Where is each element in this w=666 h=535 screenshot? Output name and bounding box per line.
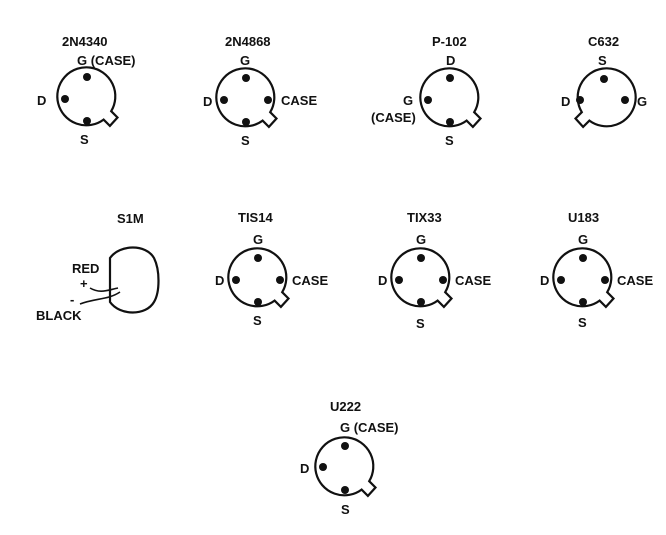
pin-label-right: CASE (292, 273, 328, 288)
pin-dot-d (576, 96, 584, 104)
pin-dot-g (424, 96, 432, 104)
pin-dot-d (319, 463, 327, 471)
pin-label-top: S (598, 53, 607, 68)
pin-label-bottom: S (445, 133, 454, 148)
pin-label-bottom: S (341, 502, 350, 517)
lead-wire-black (79, 291, 121, 305)
pin-label-bottom: S (80, 132, 89, 147)
pin-dot-s (83, 117, 91, 125)
lead-label-black: BLACK (36, 308, 82, 323)
package-s1m: S1M RED + - BLACK (36, 211, 160, 323)
pin-label-left: D (540, 273, 549, 288)
package-tix33: TIX33 G D CASE S (378, 210, 491, 331)
pin-dot-d (395, 276, 403, 284)
package-2n4340: 2N4340 G (CASE) D S (37, 34, 136, 147)
package-title: P-102 (432, 34, 467, 49)
pin-label-right: CASE (455, 273, 491, 288)
pin-label-left: D (37, 93, 46, 108)
pin-dot-case (264, 96, 272, 104)
package-title: U183 (568, 210, 599, 225)
pin-dot-s (242, 118, 250, 126)
package-outline (390, 247, 454, 309)
pin-label-top: G (578, 232, 588, 247)
pin-dot-d (61, 95, 69, 103)
pin-label-left: D (378, 273, 387, 288)
package-outline (227, 247, 291, 309)
pin-dot-g (417, 254, 425, 262)
lead-wire-red (89, 287, 119, 292)
package-outline (56, 66, 120, 128)
pin-dot-s (600, 75, 608, 83)
package-u183: U183 G D CASE S (540, 210, 653, 330)
pin-dot-g (254, 254, 262, 262)
pin-dot-d (220, 96, 228, 104)
pin-label-left: G (403, 93, 413, 108)
package-outline (552, 247, 616, 309)
package-c632: C632 S D G (561, 34, 647, 129)
package-title: TIX33 (407, 210, 442, 225)
pin-label-top: G (CASE) (340, 420, 399, 435)
lead-polarity-plus: + (80, 276, 88, 291)
pin-label-left-sub: (CASE) (371, 110, 416, 125)
pin-label-bottom: S (241, 133, 250, 148)
package-title: U222 (330, 399, 361, 414)
pin-label-right: G (637, 94, 647, 109)
pin-dot-s (341, 486, 349, 494)
pin-label-left: D (561, 94, 570, 109)
lead-polarity-minus: - (70, 292, 74, 307)
pin-label-bottom: S (253, 313, 262, 328)
sensor-outline (108, 246, 160, 314)
pin-dot-s (417, 298, 425, 306)
pin-label-bottom: S (416, 316, 425, 331)
package-outline (215, 67, 279, 129)
package-title: TIS14 (238, 210, 273, 225)
pin-dot-s (446, 118, 454, 126)
pin-dot-case (439, 276, 447, 284)
package-2n4868: 2N4868 G D CASE S (203, 34, 317, 148)
pin-label-right: CASE (617, 273, 653, 288)
pin-label-right: CASE (281, 93, 317, 108)
package-title: 2N4868 (225, 34, 271, 49)
package-tis14: TIS14 G D CASE S (215, 210, 328, 328)
package-u222: U222 G (CASE) D S (300, 399, 399, 517)
package-outline (314, 436, 378, 498)
pin-dot-d (232, 276, 240, 284)
lead-label-red: RED (72, 261, 99, 276)
package-outline (419, 67, 483, 129)
pin-dot-g (242, 74, 250, 82)
package-title: 2N4340 (62, 34, 108, 49)
pin-dot-g (579, 254, 587, 262)
pin-dot-s (254, 298, 262, 306)
pin-label-top: G (CASE) (77, 53, 136, 68)
pin-dot-case (601, 276, 609, 284)
pin-label-top: G (416, 232, 426, 247)
pin-dot-g (341, 442, 349, 450)
pin-dot-g (83, 73, 91, 81)
package-p102: P-102 D G (CASE) S (371, 34, 483, 148)
package-title: C632 (588, 34, 619, 49)
pin-dot-s (579, 298, 587, 306)
package-title: S1M (117, 211, 144, 226)
pin-dot-d (446, 74, 454, 82)
pin-label-top: G (253, 232, 263, 247)
pin-label-top: G (240, 53, 250, 68)
pin-dot-case (276, 276, 284, 284)
pin-label-bottom: S (578, 315, 587, 330)
pin-label-left: D (215, 273, 224, 288)
pin-dot-g (621, 96, 629, 104)
pin-dot-d (557, 276, 565, 284)
pin-label-left: D (203, 94, 212, 109)
pin-label-top: D (446, 53, 455, 68)
pin-label-left: D (300, 461, 309, 476)
